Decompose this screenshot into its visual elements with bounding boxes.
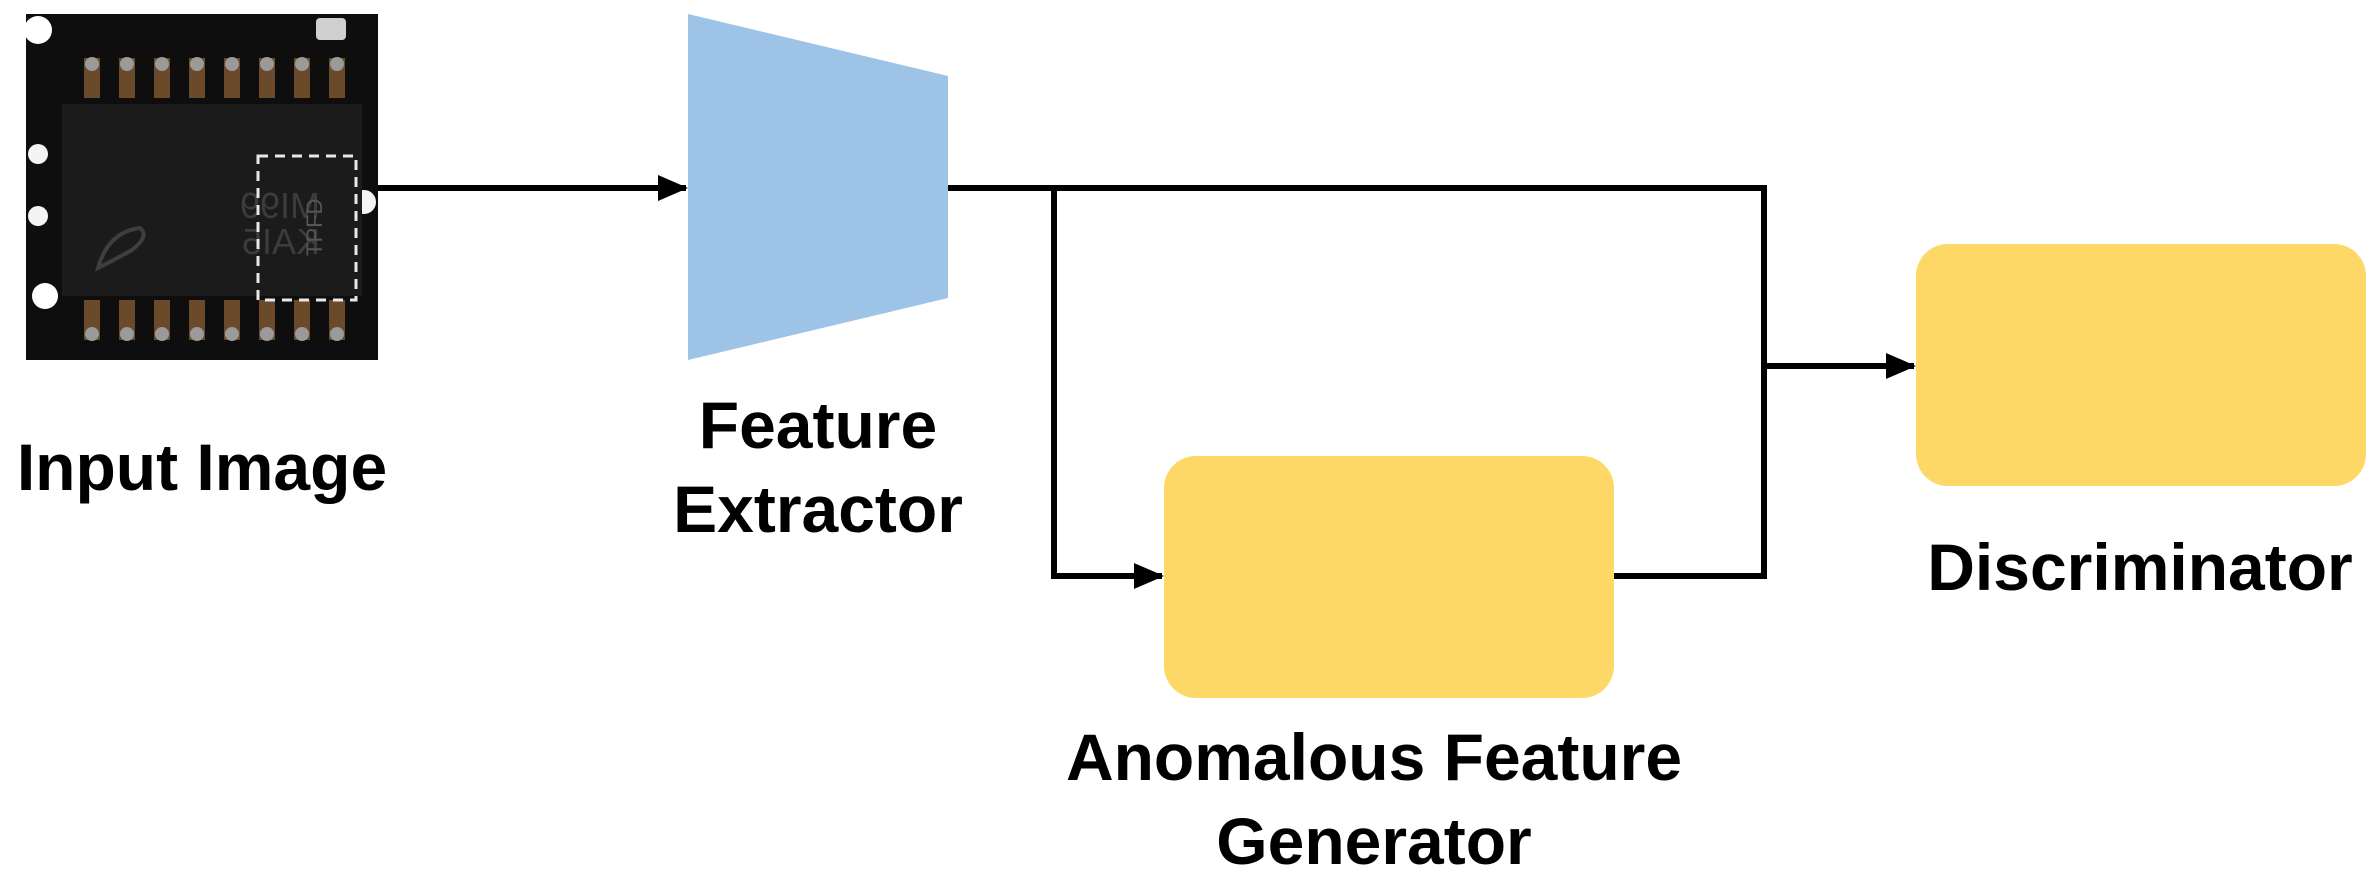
chip-pins-bottom (84, 300, 345, 341)
chip-marking: MI99 KAI5 (240, 185, 320, 262)
chip-marking-line-2: KAI5 (242, 221, 320, 262)
anomalous-feature-generator-label-line-1: Anomalous Feature (1066, 720, 1682, 794)
chip-logo-icon (94, 225, 146, 272)
board-hole (24, 16, 52, 44)
chip-pins-top (84, 57, 345, 98)
board-component (316, 18, 346, 40)
discriminator-label: Discriminator (1927, 530, 2352, 604)
board-hole (32, 283, 58, 309)
discriminator-block (1916, 244, 2366, 486)
anomalous-feature-generator-block (1164, 456, 1614, 698)
board-hole (28, 206, 48, 226)
defect-crop-box (256, 154, 358, 302)
line-extractor-to-discriminator-top (948, 185, 1767, 368)
chip-body (62, 104, 362, 296)
line-generator-to-discriminator (1614, 364, 1767, 579)
chip-marking-line-1: MI99 (240, 185, 320, 226)
feature-extractor-label-line-2: Extractor (673, 472, 963, 546)
input-image-thumbnail: MI99 KAI5 TPFD (24, 14, 378, 360)
arrow-extractor-to-generator (1051, 188, 1164, 589)
feature-extractor-trapezoid (688, 14, 948, 360)
anomalous-feature-generator-label-line-2: Generator (1216, 804, 1531, 878)
crop-box-label: TPFD (302, 199, 327, 256)
feature-extractor-label-line-1: Feature (699, 388, 937, 462)
input-image-label: Input Image (17, 430, 387, 504)
board-hole (28, 144, 48, 164)
